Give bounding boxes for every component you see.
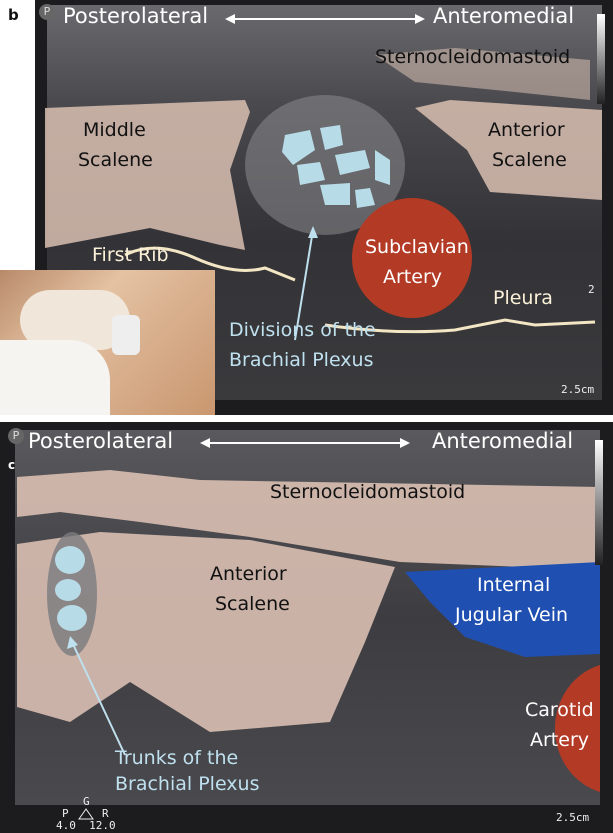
plexus-divisions <box>282 125 390 208</box>
ijv-label-1: Internal <box>477 574 551 596</box>
sternocleidomastoid-label: Sternocleidomastoid <box>375 46 571 68</box>
probe-p-label: P <box>62 807 69 820</box>
panel-c-letter: c <box>8 458 16 472</box>
internal-jugular-vein <box>405 562 600 657</box>
carotid-artery <box>554 665 600 792</box>
plexus-pointer-arrowhead <box>308 226 318 238</box>
posterolateral-label: Posterolateral <box>63 4 209 28</box>
panel-b-ultrasound: P Posterolateral Anteromedial Sternoclei… <box>35 0 613 415</box>
sternocleidomastoid-label: Sternocleidomastoid <box>270 481 466 503</box>
anteromedial-label: Anteromedial <box>433 4 575 28</box>
direction-arrowhead-left <box>200 438 210 448</box>
depth-mark: 2 <box>588 283 595 296</box>
ultrasound-probe <box>112 315 140 355</box>
middle-scalene-label-2: Scalene <box>78 149 153 171</box>
plexus-pointer-arrow <box>294 229 314 341</box>
panel-c-ultrasound: P c Posterolateral Anteromedial Sternocl… <box>0 422 613 833</box>
probe-orientation-badge: P <box>39 4 55 20</box>
ijv-label-2: Jugular Vein <box>455 604 569 626</box>
anterior-scalene-label-2: Scalene <box>492 149 567 171</box>
pleura-label: Pleura <box>493 287 553 309</box>
anterior-scalene-label-2: Scalene <box>215 593 290 615</box>
probe-orientation-badge: P <box>8 428 24 444</box>
first-rib-label: First Rib <box>92 244 169 266</box>
probe-triangle-icon <box>78 808 94 820</box>
middle-scalene-label-1: Middle <box>83 119 146 141</box>
carotid-label-2: Artery <box>530 729 590 751</box>
subclavian-label-1: Subclavian <box>365 236 469 258</box>
sternocleidomastoid-region <box>375 48 590 100</box>
gray-scale-bar <box>597 14 605 104</box>
anteromedial-label: Anteromedial <box>432 429 574 453</box>
subclavian-artery <box>352 198 472 318</box>
divisions-label-2: Brachial Plexus <box>229 349 374 371</box>
probe-placement-photo <box>0 270 215 415</box>
trunks-pointer-arrow <box>71 641 126 756</box>
scale-label: 2.5cm <box>556 811 590 824</box>
trunks-pointer-arrowhead <box>67 636 78 649</box>
posterolateral-label: Posterolateral <box>28 429 174 453</box>
direction-arrowhead-right <box>415 14 425 24</box>
panel-c-image <box>15 430 600 820</box>
sternocleidomastoid-region <box>17 470 600 570</box>
trunks-label-1: Trunks of the <box>115 747 239 769</box>
plexus-trunks <box>55 546 87 631</box>
first-rib-line <box>124 246 296 282</box>
trunks-label-2: Brachial Plexus <box>115 773 260 795</box>
anterior-scalene-region <box>415 100 602 200</box>
subclavian-label-2: Artery <box>383 266 443 288</box>
direction-arrowhead-right <box>400 438 410 448</box>
middle-scalene-region <box>45 100 250 250</box>
carotid-label-1: Carotid <box>525 699 594 721</box>
scale-label: 2.5cm <box>561 383 595 396</box>
anterior-scalene-region <box>17 532 395 732</box>
probe-r-label: R <box>102 807 109 820</box>
pleura-line <box>324 318 596 334</box>
probe-g-label: G <box>83 795 90 808</box>
divisions-label-1: Divisions of the <box>229 319 376 341</box>
direction-arrowhead-left <box>225 14 235 24</box>
anterior-scalene-label-1: Anterior <box>210 563 287 585</box>
gray-scale-bar <box>595 440 603 565</box>
patient-gown <box>0 340 110 415</box>
panel-b-letter: b <box>8 6 19 24</box>
probe-values: 4.0 12.0 <box>56 819 116 832</box>
anterior-scalene-label-1: Anterior <box>488 119 565 141</box>
